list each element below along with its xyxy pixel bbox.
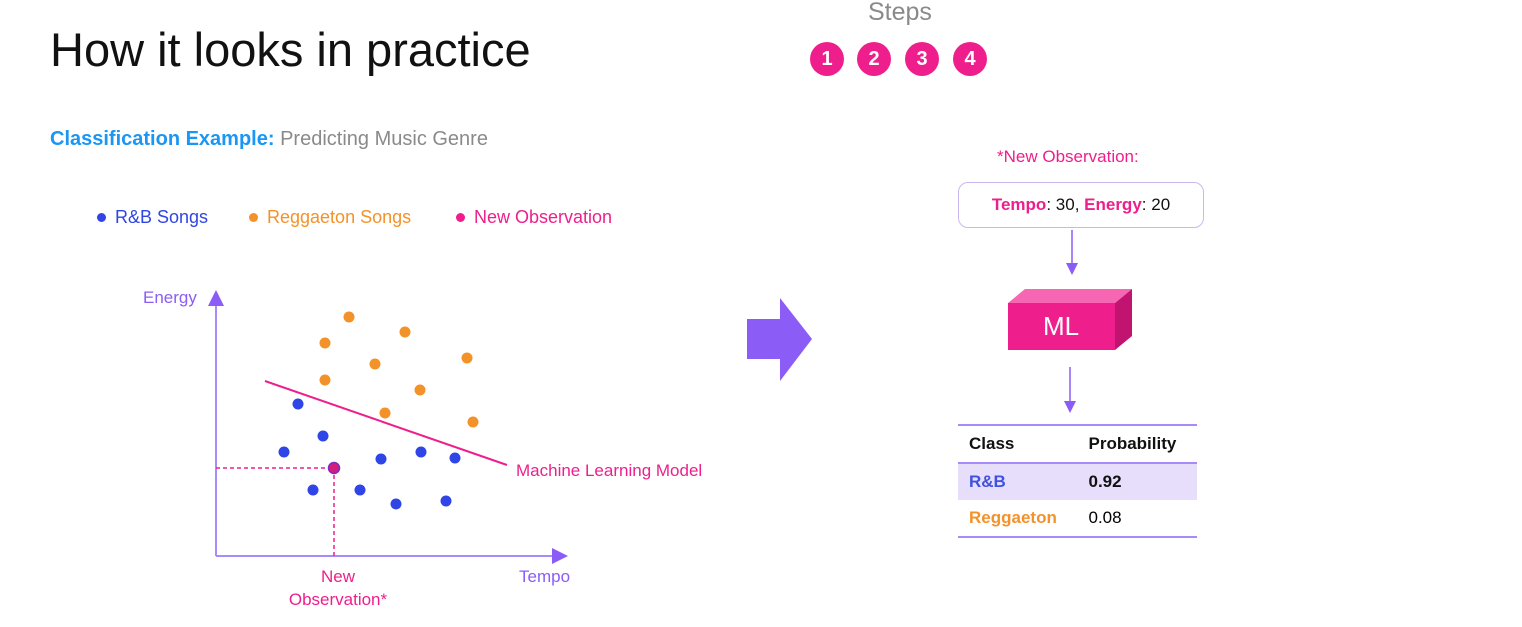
ml-box-top [1008, 289, 1132, 303]
step-1-badge[interactable]: 1 [810, 42, 844, 76]
rnb-point [440, 495, 452, 507]
new-observation-header: *New Observation: [997, 147, 1139, 166]
y-axis-label: Energy [143, 288, 197, 307]
reggaeton-point [461, 352, 473, 364]
results-header-row: Class Probability [958, 424, 1197, 464]
reggaeton-point [467, 416, 479, 428]
model-boundary-line [264, 380, 508, 466]
rnb-point [292, 398, 304, 410]
x-axis-label: Tempo [519, 567, 570, 586]
legend-new-observation: New Observation [456, 207, 612, 228]
legend-reggaeton-label: Reggaeton Songs [267, 207, 412, 227]
subtitle-strong: Classification Example: [50, 128, 275, 150]
step-4-badge[interactable]: 4 [953, 42, 987, 76]
rnb-point [317, 430, 329, 442]
tempo-value: 30 [1055, 195, 1075, 214]
result-probability-reggaeton: 0.08 [1077, 500, 1197, 538]
result-probability-rnb: 0.92 [1077, 463, 1197, 500]
header-probability: Probability [1077, 424, 1197, 464]
subtitle: Classification Example: Predicting Music… [50, 128, 488, 151]
reggaeton-point [343, 311, 355, 323]
reggaeton-point [369, 358, 381, 370]
tempo-key: Tempo [991, 195, 1047, 214]
scatter-diagram: Energy Tempo Machine Learning Model New … [143, 288, 702, 609]
energy-value: 20 [1151, 195, 1171, 214]
legend-reggaeton-dot-icon [249, 213, 258, 222]
step-2-badge[interactable]: 2 [857, 42, 891, 76]
reggaeton-point [379, 407, 391, 419]
new-obs-axis-label-line2: Observation* [289, 590, 388, 609]
model-label: Machine Learning Model [516, 461, 702, 480]
legend-rnb-label: R&B Songs [115, 207, 209, 227]
rnb-point [375, 453, 387, 465]
legend-new-observation-label: New Observation [474, 207, 613, 227]
reggaeton-point [319, 337, 331, 349]
table-row: Reggaeton 0.08 [958, 500, 1197, 538]
table-row: R&B 0.92 [958, 463, 1197, 500]
new-observation-point [327, 461, 341, 475]
page-title: How it looks in practice [50, 23, 531, 76]
reggaeton-point [399, 326, 411, 338]
ml-box-side [1115, 289, 1132, 350]
rnb-point [449, 452, 461, 464]
rnb-point [415, 446, 427, 458]
rnb-point [307, 484, 319, 496]
reggaeton-point [414, 384, 426, 396]
rnb-point [278, 446, 290, 458]
rnb-point [354, 484, 366, 496]
legend-rnb: R&B Songs [97, 207, 208, 228]
result-class-rnb: R&B [958, 463, 1078, 500]
ml-label: ML [1043, 311, 1079, 341]
step-3-badge[interactable]: 3 [905, 42, 939, 76]
rnb-point [390, 498, 402, 510]
reggaeton-point [319, 374, 331, 386]
energy-key: Energy [1084, 195, 1142, 214]
legend-rnb-dot-icon [97, 213, 106, 222]
steps-label: Steps [868, 0, 932, 26]
legend-reggaeton: Reggaeton Songs [249, 207, 411, 228]
observation-box: Tempo: 30, Energy: 20 [958, 182, 1204, 228]
ml-flow: ML [1008, 230, 1132, 413]
subtitle-rest: Predicting Music Genre [280, 128, 488, 150]
header-class: Class [958, 424, 1078, 464]
new-obs-axis-label-line1: New [321, 567, 356, 586]
results-table: Class Probability R&B 0.92 Reggaeton 0.0… [958, 424, 1197, 538]
ml-box-front [1008, 303, 1115, 350]
result-class-reggaeton: Reggaeton [958, 500, 1078, 538]
legend-new-observation-dot-icon [456, 213, 465, 222]
right-arrow-icon [747, 298, 812, 381]
